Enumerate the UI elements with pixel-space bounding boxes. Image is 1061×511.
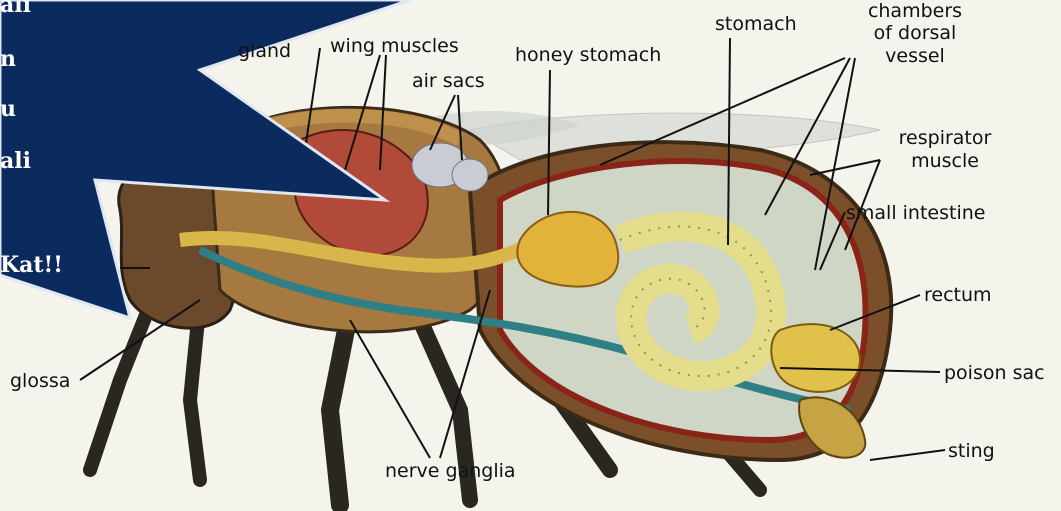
- label-rectum: rectum: [924, 284, 992, 306]
- callout-line: n: [0, 38, 16, 80]
- label-stomach: stomach: [715, 13, 797, 35]
- callout-line: Kat!!: [0, 244, 63, 286]
- callout-line: ali: [0, 0, 31, 26]
- air-sac: [452, 159, 488, 191]
- label-respirator-line2: muscle: [880, 150, 1010, 172]
- label-wing-muscles: wing muscles: [330, 35, 459, 57]
- label-sting: sting: [948, 440, 995, 462]
- label-gland: gland: [238, 40, 291, 62]
- label-respirator-line1: respirator: [880, 127, 1010, 149]
- label-honey-stomach: honey stomach: [515, 44, 661, 66]
- callout-line: ali: [0, 140, 31, 182]
- label-small-intestine: small intestine: [846, 202, 985, 224]
- label-nerve-ganglia: nerve ganglia: [385, 460, 516, 482]
- label-chambers-line1: chambers: [860, 0, 970, 22]
- callout-line: u: [0, 88, 16, 130]
- label-chambers-line2: of dorsal: [860, 22, 970, 44]
- label-glossa: glossa: [10, 370, 70, 392]
- rectum: [771, 324, 860, 392]
- label-poison-sac: poison sac: [944, 362, 1045, 384]
- label-air-sacs: air sacs: [412, 70, 485, 92]
- label-chambers-line3: vessel: [860, 45, 970, 67]
